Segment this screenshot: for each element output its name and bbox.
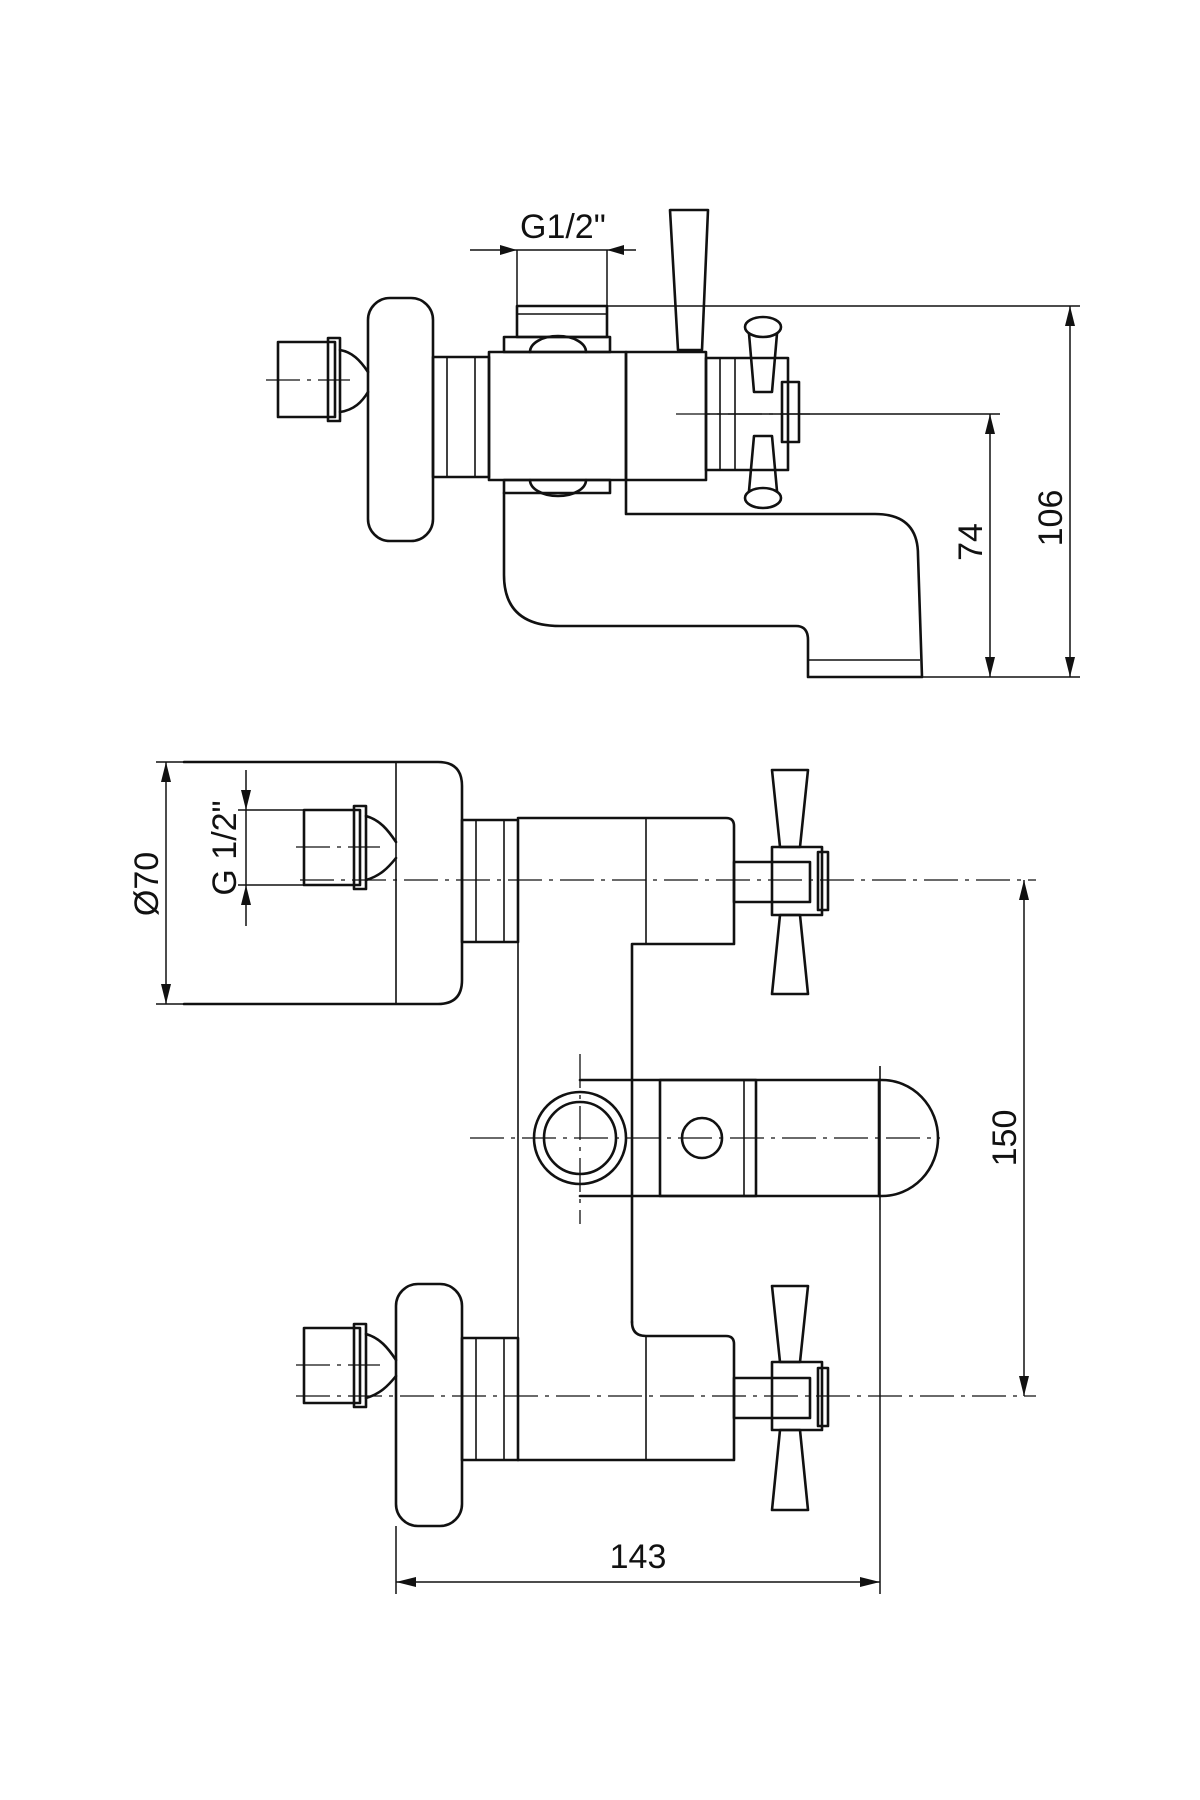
upper-union-ring [460, 818, 520, 944]
lower-body [516, 1320, 736, 1462]
lower-wall-flange [394, 1282, 464, 1528]
mixer-body [487, 350, 628, 482]
lower-inlet-elbow [364, 1332, 398, 1400]
handle-hub [780, 380, 801, 444]
thread-dim-label-front: G 1/2" [206, 800, 244, 895]
thread-nipple [515, 304, 609, 339]
inlet-elbow [338, 348, 370, 414]
upper-body [516, 816, 736, 1324]
upper-inlet-elbow [364, 814, 398, 882]
lower-handle-cap [816, 1366, 830, 1428]
wall-flange [366, 296, 435, 543]
spout [502, 478, 924, 679]
diameter-label: Ø70 [128, 852, 166, 916]
front-view: Ø70 G 1/2" 150 143 [128, 760, 1036, 1594]
handle-knob-bottom [743, 486, 783, 510]
thread-dim-label-top: G1/2" [520, 208, 606, 246]
bottom-collar [502, 478, 612, 495]
diverter-knob [668, 208, 710, 352]
top-outlet-collar [502, 335, 612, 354]
bottom-outlet-ring [528, 478, 588, 498]
upper-handle-cap [816, 850, 830, 912]
lower-handle-arm-top [770, 1284, 810, 1364]
upper-handle-arm-bottom [770, 913, 810, 996]
cartridge-housing [624, 350, 708, 482]
spout-tip [877, 1078, 940, 1198]
upper-handle-arm-top [770, 768, 810, 849]
width-total-label: 143 [610, 1538, 667, 1576]
handle-knob-top [743, 315, 783, 339]
union-ring [431, 355, 491, 479]
top-outlet-ring [528, 334, 588, 354]
lower-handle-arm-bottom [770, 1428, 810, 1512]
upper-handle-hub [770, 845, 824, 917]
centre-distance-label: 150 [986, 1110, 1024, 1167]
lower-union-ring [460, 1336, 520, 1462]
height-total-label: 106 [1032, 490, 1070, 547]
top-view: G1/2" 106 74 [266, 208, 1080, 679]
height-outlet-label: 74 [952, 523, 990, 561]
